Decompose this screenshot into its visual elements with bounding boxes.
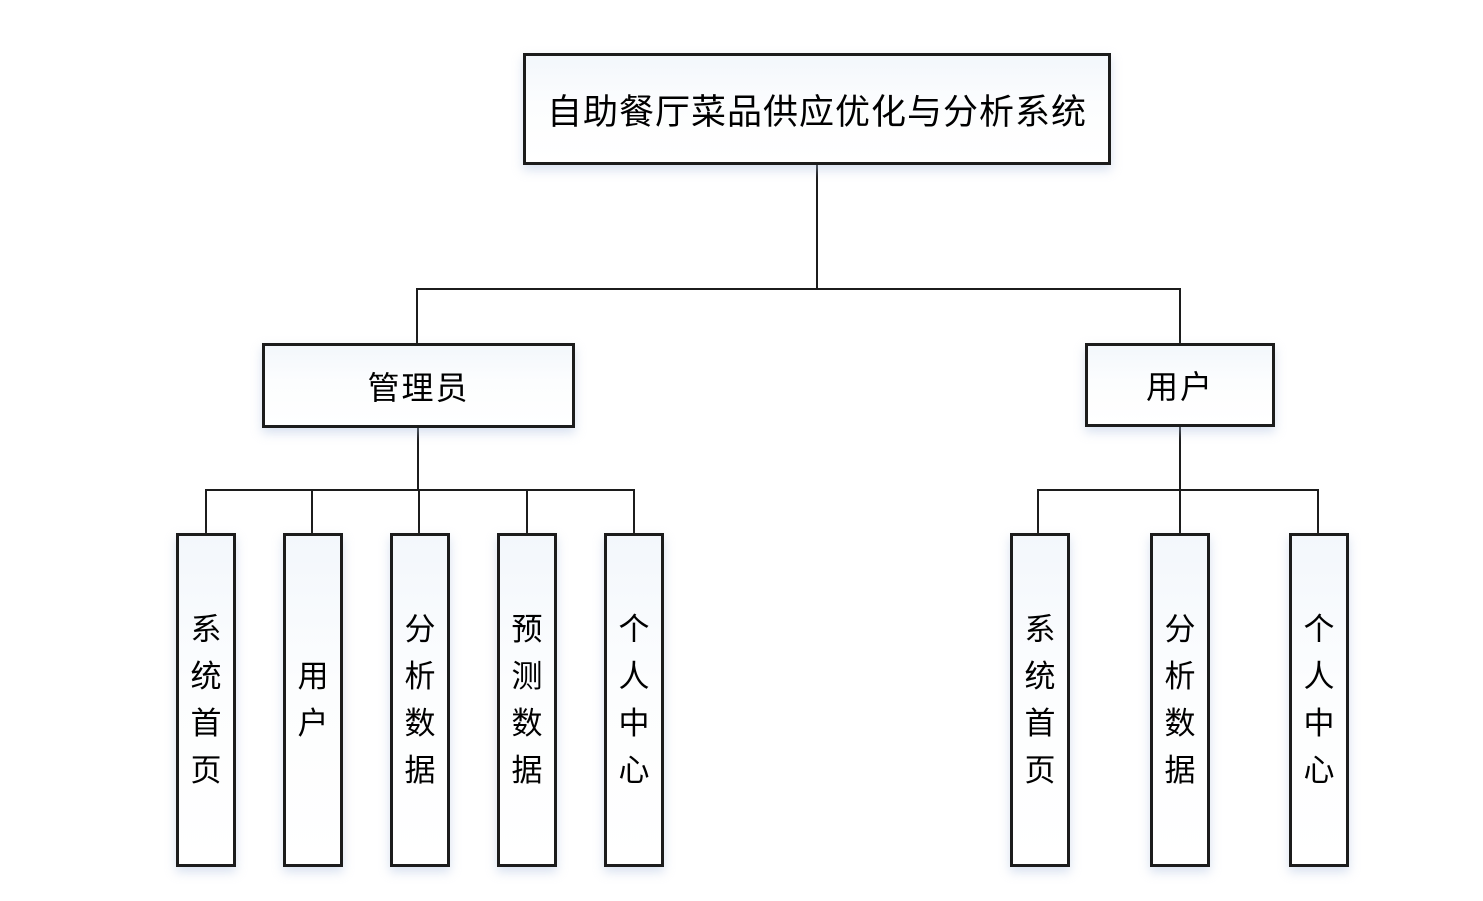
root-node-label: 自助餐厅菜品供应优化与分析系统 bbox=[546, 92, 1087, 132]
leaf-node-user-analysis-data: 分析数据 bbox=[1150, 533, 1210, 867]
leaf-node-admin-user: 用户 bbox=[283, 533, 343, 867]
branch-node-admin-label: 管理员 bbox=[367, 369, 470, 406]
branch-node-user-label: 用户 bbox=[1145, 369, 1214, 405]
leaf-node-admin-prediction-data: 预测数据 bbox=[497, 533, 557, 867]
leaf-label: 个人中心 bbox=[1303, 612, 1335, 788]
connector-user-bar bbox=[1037, 489, 1319, 491]
leaf-node-user-system-home: 系统首页 bbox=[1010, 533, 1070, 867]
connector-admin-stub-3 bbox=[418, 489, 420, 535]
leaf-node-user-personal-center: 个人中心 bbox=[1289, 533, 1349, 867]
connector-user-stem bbox=[1179, 426, 1181, 491]
branch-node-admin: 管理员 bbox=[262, 343, 575, 428]
leaf-label: 系统首页 bbox=[1024, 612, 1056, 788]
leaf-label: 分析数据 bbox=[1164, 612, 1196, 788]
leaf-label: 用户 bbox=[297, 659, 329, 741]
connector-user-stub-3 bbox=[1317, 489, 1319, 535]
leaf-label: 系统首页 bbox=[190, 612, 222, 788]
leaf-node-admin-system-home: 系统首页 bbox=[176, 533, 236, 867]
connector-admin-stub-1 bbox=[205, 489, 207, 535]
branch-node-user: 用户 bbox=[1085, 343, 1275, 427]
leaf-node-admin-analysis-data: 分析数据 bbox=[390, 533, 450, 867]
connector-admin-stub-5 bbox=[633, 489, 635, 535]
connector-drop-user bbox=[1179, 288, 1181, 345]
connector-user-stub-1 bbox=[1037, 489, 1039, 535]
leaf-label: 个人中心 bbox=[618, 612, 650, 788]
connector-user-stub-2 bbox=[1179, 489, 1181, 535]
connector-admin-bar bbox=[205, 489, 635, 491]
connector-root-stem bbox=[816, 165, 818, 289]
connector-admin-stub-4 bbox=[526, 489, 528, 535]
connector-admin-stub-2 bbox=[311, 489, 313, 535]
leaf-node-admin-personal-center: 个人中心 bbox=[604, 533, 664, 867]
root-node: 自助餐厅菜品供应优化与分析系统 bbox=[523, 53, 1111, 165]
leaf-label: 预测数据 bbox=[511, 612, 543, 788]
leaf-label: 分析数据 bbox=[404, 612, 436, 788]
connector-drop-admin bbox=[416, 288, 418, 345]
connector-level1-bar bbox=[416, 288, 1181, 290]
connector-admin-stem bbox=[417, 427, 419, 491]
